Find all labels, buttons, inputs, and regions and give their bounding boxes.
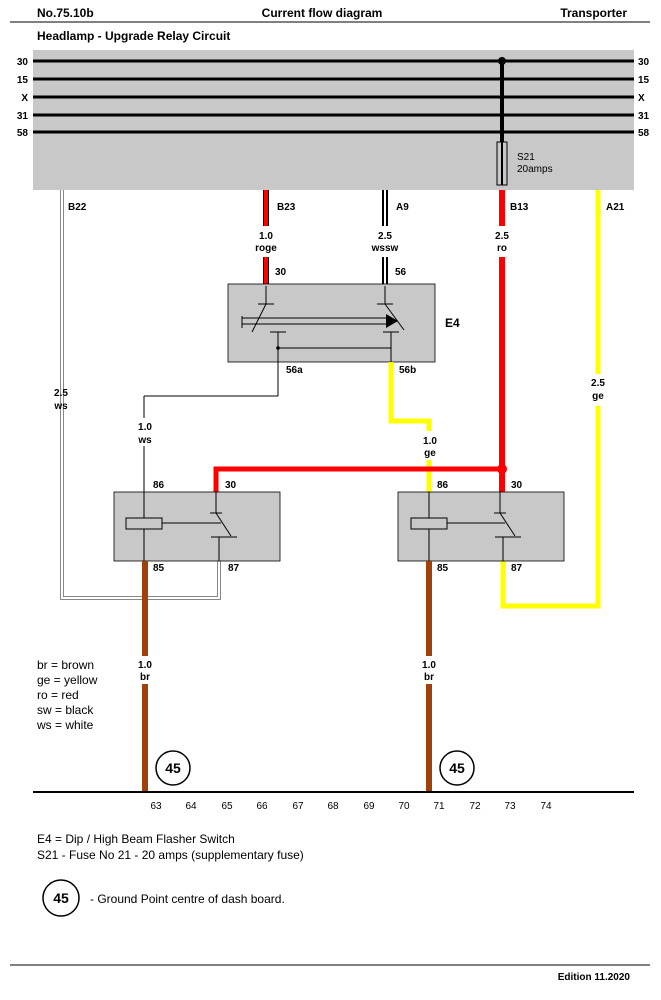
connector-b22-label: B22 <box>68 202 87 213</box>
ground-point-legend-text: - Ground Point centre of dash board. <box>90 892 285 906</box>
track-number: 72 <box>469 801 481 812</box>
wire-a9-size: 2.5 <box>378 231 392 242</box>
ground-point-1-icon <box>155 750 191 786</box>
ground-point-2-icon <box>439 750 475 786</box>
bus-label-right: X <box>638 93 645 104</box>
wire-ground-1-color: br <box>140 672 150 683</box>
color-legend-item: sw = black <box>37 703 94 717</box>
wire-56b-size: 1.0 <box>423 436 437 447</box>
relay1-pin-87: 87 <box>228 563 240 574</box>
wire-b23-color: roge <box>255 243 277 254</box>
wire-b22-size: 2.5 <box>54 388 68 399</box>
component-legend-s21: S21 - Fuse No 21 - 20 amps (supplementar… <box>37 848 304 862</box>
wire-b22 <box>60 190 221 600</box>
bus-30-junction-dot <box>498 57 506 65</box>
relay1-pin-85: 85 <box>153 563 165 574</box>
track-number: 66 <box>256 801 268 812</box>
track-number: 67 <box>292 801 304 812</box>
wire-b13-color: ro <box>497 243 507 254</box>
edition-label: Edition 11.2020 <box>558 972 631 983</box>
wire-a9-color: wssw <box>371 243 399 254</box>
bus-label-left: 30 <box>17 57 29 68</box>
component-legend-e4: E4 = Dip / High Beam Flasher Switch <box>37 832 235 846</box>
track-number: 69 <box>363 801 375 812</box>
relay-2 <box>397 491 565 562</box>
bus-lines <box>33 59 634 134</box>
wire-56a <box>143 362 279 492</box>
red-junction-dot <box>497 464 507 474</box>
relay2-pin-85: 85 <box>437 563 449 574</box>
relay2-pin-87: 87 <box>511 563 523 574</box>
track-number: 63 <box>150 801 162 812</box>
switch-name: E4 <box>445 316 460 330</box>
connector-b23-label: B23 <box>277 202 296 213</box>
color-legend-item: ws = white <box>36 718 94 732</box>
bus-label-left: 31 <box>17 111 29 122</box>
circuit-title: Headlamp - Upgrade Relay Circuit <box>37 29 230 43</box>
track-number: 71 <box>433 801 445 812</box>
wire-56b <box>388 362 432 492</box>
bus-label-right: 31 <box>638 111 650 122</box>
switch-e4 <box>227 283 436 363</box>
switch-pin-30: 30 <box>275 267 287 278</box>
color-legend: br = brown ge = yellow ro = red sw = bla… <box>36 658 98 732</box>
bus-label-right: 15 <box>638 75 650 86</box>
track-number: 74 <box>540 801 552 812</box>
bus-label-right: 58 <box>638 128 650 139</box>
bus-label-left: X <box>21 93 28 104</box>
vehicle-name: Transporter <box>560 6 627 20</box>
switch-pin-56: 56 <box>395 267 407 278</box>
track-number: 73 <box>504 801 516 812</box>
relay1-pin-30: 30 <box>225 480 237 491</box>
ground-point-1-label: 45 <box>165 760 181 776</box>
relay2-pin-30: 30 <box>511 480 523 491</box>
track-numbers: 63 64 65 66 67 68 69 70 71 72 73 74 <box>150 801 552 812</box>
ground-point-legend-icon <box>42 879 80 917</box>
track-number: 64 <box>185 801 197 812</box>
wire-ground-2-color: br <box>424 672 434 683</box>
relay2-pin-86: 86 <box>437 480 449 491</box>
color-legend-item: ro = red <box>37 688 79 702</box>
bus-label-left: 15 <box>17 75 29 86</box>
doc-number: No.75.10b <box>37 6 94 20</box>
doc-title: Current flow diagram <box>262 6 383 20</box>
wire-56a-color: ws <box>137 435 152 446</box>
wire-ground-2-size: 1.0 <box>422 660 436 671</box>
wire-relay1-30-feed <box>213 466 502 492</box>
wire-a21-size: 2.5 <box>591 378 605 389</box>
wire-b22-color: ws <box>53 401 68 412</box>
connector-a9-label: A9 <box>396 202 409 213</box>
relay1-pin-86: 86 <box>153 480 165 491</box>
relay-1 <box>113 491 281 562</box>
fuse-name: S21 <box>517 152 535 163</box>
bus-labels-right: 30 15 X 31 58 <box>638 57 650 139</box>
bus-labels-left: 30 15 X 31 58 <box>17 57 29 139</box>
ground-point-legend-number: 45 <box>53 890 69 906</box>
color-legend-item: ge = yellow <box>37 673 98 687</box>
wire-b13-size: 2.5 <box>495 231 509 242</box>
wire-56b-color: ge <box>424 448 436 459</box>
wire-56a-size: 1.0 <box>138 422 152 433</box>
fuse-box-panel <box>33 50 634 190</box>
track-number: 68 <box>327 801 339 812</box>
bus-label-right: 30 <box>638 57 650 68</box>
connector-a21-label: A21 <box>606 202 625 213</box>
wire-b23-size: 1.0 <box>259 231 273 242</box>
fuse-rating: 20amps <box>517 164 553 175</box>
connector-b13-label: B13 <box>510 202 529 213</box>
color-legend-item: br = brown <box>37 658 94 672</box>
wire-ground-1-size: 1.0 <box>138 660 152 671</box>
ground-point-2-label: 45 <box>449 760 465 776</box>
switch-pin-56a: 56a <box>286 365 303 376</box>
track-number: 70 <box>398 801 410 812</box>
wire-a21 <box>500 190 601 609</box>
wire-a21-color: ge <box>592 391 604 402</box>
switch-pin-56b: 56b <box>399 365 416 376</box>
bus-label-left: 58 <box>17 128 29 139</box>
track-number: 65 <box>221 801 233 812</box>
